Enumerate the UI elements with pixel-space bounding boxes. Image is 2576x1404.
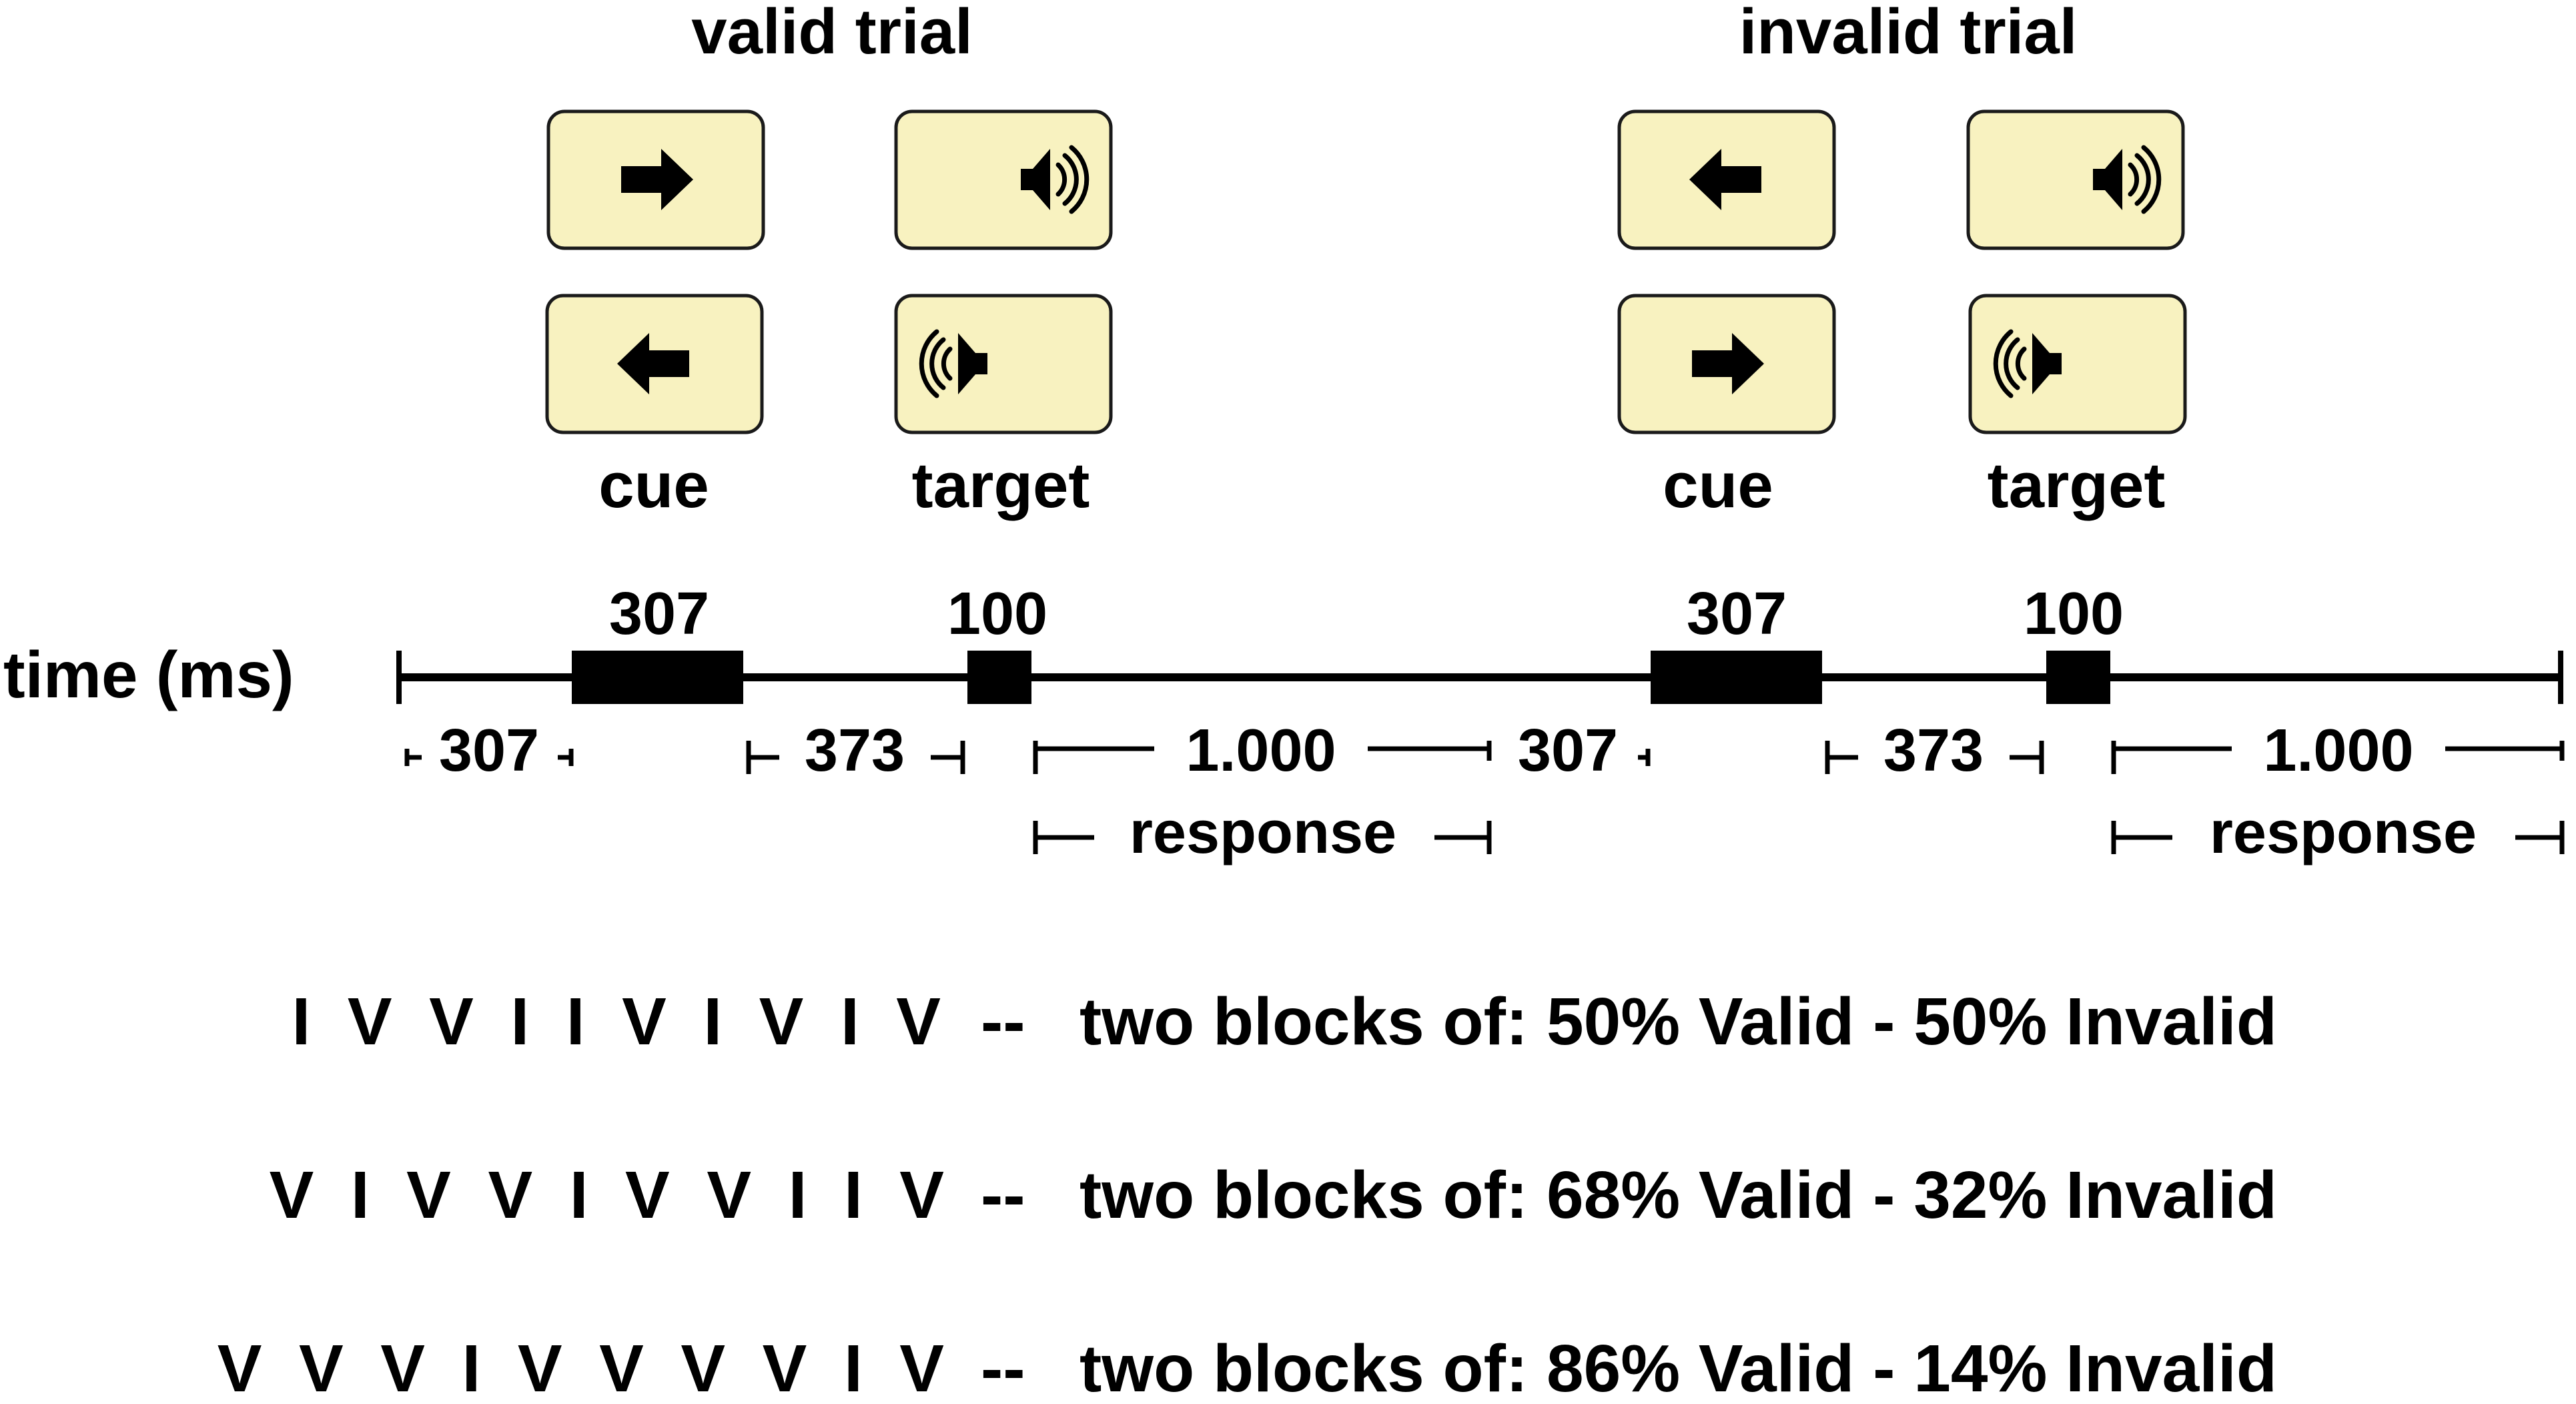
block-row: V I V V I V V I I V -- two blocks of: 68…: [270, 1158, 2277, 1233]
invalid-cue-bottom-panel: [1617, 294, 1836, 434]
valid-pre-cue-interval: 307: [439, 717, 539, 784]
invalid-target-bottom-panel: [1968, 294, 2187, 434]
invalid-cue-duration: 307: [1687, 581, 1787, 647]
invalid-cue-block: [1651, 651, 1822, 704]
invalid-cue-label: cue: [1663, 450, 1773, 521]
invalid-post-target-interval: 1.000: [2263, 717, 2413, 784]
valid-cue-bottom-panel: [545, 294, 764, 434]
block-description: two blocks of: 50% Valid - 50% Invalid: [1080, 984, 2277, 1059]
invalid-target-top-panel: [1966, 109, 2185, 250]
time-axis-label: time (ms): [3, 638, 294, 711]
block-sequence: I V V I I V I V I V: [292, 984, 941, 1059]
block-separator: --: [981, 984, 1025, 1059]
valid-response-label: response: [1130, 799, 1396, 866]
invalid-target-duration: 100: [2024, 581, 2124, 647]
block-description: two blocks of: 86% Valid - 14% Invalid: [1080, 1331, 2277, 1404]
valid-cue-label: cue: [598, 450, 709, 521]
valid-target-block: [967, 651, 1031, 704]
valid-cue-top-panel: [546, 109, 765, 250]
invalid-target-block: [2046, 651, 2110, 704]
valid-cue-target-interval: 373: [805, 717, 905, 784]
valid-target-duration: 100: [947, 581, 1047, 647]
block-row: V V V I V V V V I V -- two blocks of: 86…: [218, 1331, 2277, 1404]
valid-target-bottom-panel: [894, 294, 1113, 434]
invalid-response-label: response: [2210, 799, 2477, 866]
block-separator: --: [981, 1331, 1025, 1404]
interval-brackets: [404, 741, 2565, 854]
invalid-cue-top-panel: [1617, 109, 1836, 250]
invalid-target-label: target: [1988, 450, 2166, 521]
invalid-trial-title: invalid trial: [1739, 0, 2078, 67]
timeline-axis: [396, 651, 2563, 704]
block-row: I V V I I V I V I V -- two blocks of: 50…: [292, 984, 2276, 1059]
valid-target-label: target: [912, 450, 1090, 521]
valid-trial-title: valid trial: [691, 0, 973, 67]
valid-target-top-panel: [894, 109, 1113, 250]
block-sequence: V I V V I V V I I V: [270, 1158, 945, 1233]
valid-cue-block: [572, 651, 743, 704]
block-sequence: V V V I V V V V I V: [218, 1331, 945, 1404]
valid-post-target-interval: 1.000: [1186, 717, 1336, 784]
invalid-pre-cue-interval: 307: [1518, 717, 1618, 784]
valid-cue-duration: 307: [609, 581, 709, 647]
block-description: two blocks of: 68% Valid - 32% Invalid: [1080, 1158, 2277, 1233]
invalid-cue-target-interval: 373: [1883, 717, 1984, 784]
block-separator: --: [981, 1158, 1025, 1233]
